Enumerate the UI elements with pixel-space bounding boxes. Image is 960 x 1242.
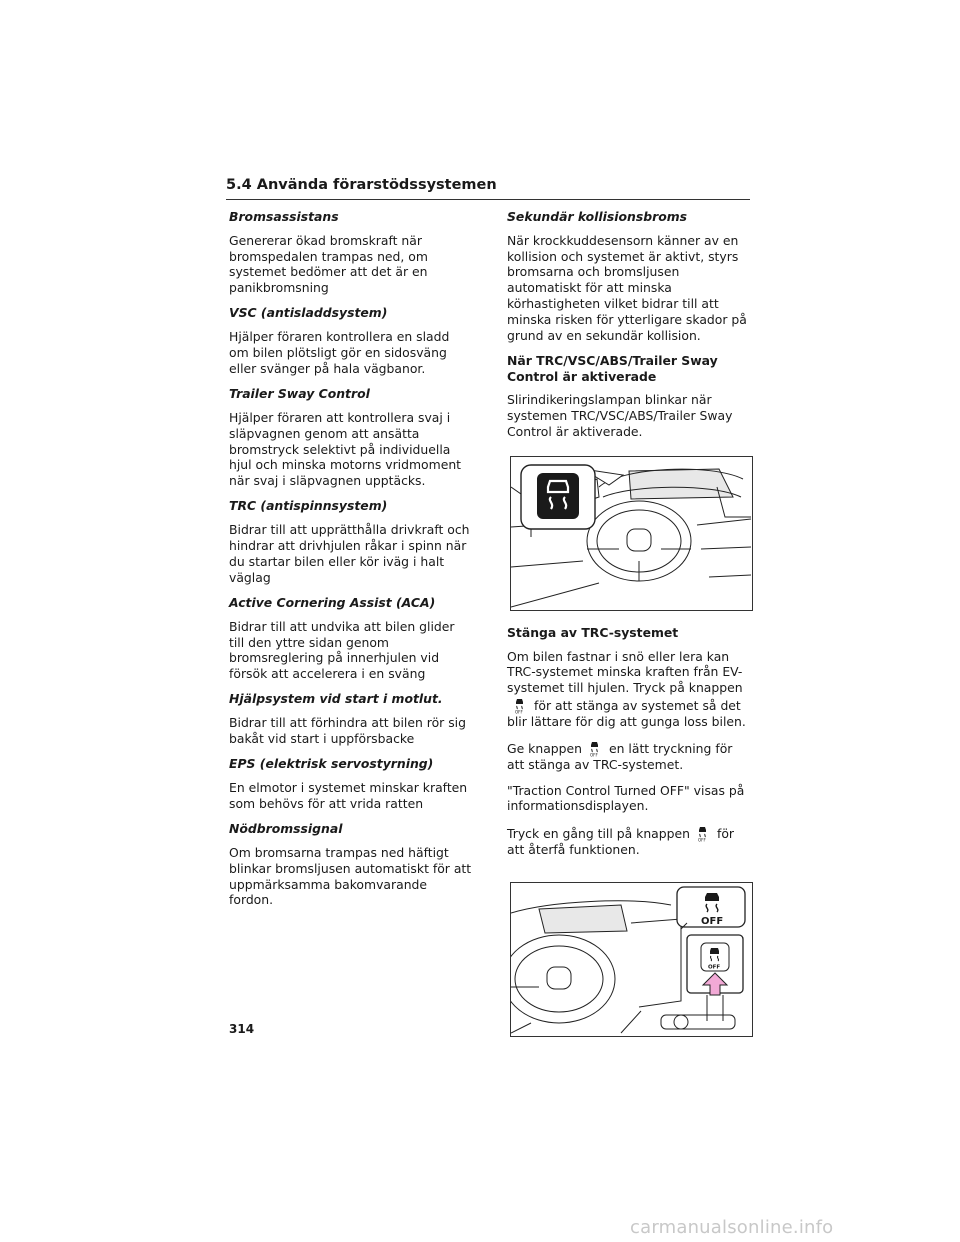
text-trc-off-4-before: Tryck en gång till på knappen bbox=[507, 825, 690, 841]
left-column: Bromsassistans Genererar ökad bromskraft… bbox=[229, 209, 472, 918]
text-trc-off-4: Tryck en gång till på knappen OFF för at… bbox=[507, 824, 750, 858]
off-label-large: OFF bbox=[701, 916, 723, 927]
heading-trc: TRC (antispinnsystem) bbox=[229, 498, 388, 514]
text-trc-off-1-before: Om bilen fastnar i snö eller lera kan TR… bbox=[507, 648, 743, 696]
heading-secondary-collision-brake: Sekundär kollisionsbroms bbox=[507, 209, 688, 224]
text-vsc: Hjälper föraren kontrollera en sladd om … bbox=[229, 329, 450, 376]
heading-systems-activated: När TRC/VSC/ABS/Trailer Sway Control är … bbox=[507, 352, 718, 384]
slip-indicator-figure bbox=[510, 455, 753, 611]
dashboard-illustration-1 bbox=[511, 464, 752, 608]
text-trailer-sway: Hjälper föraren att kontrollera svaj i s… bbox=[229, 409, 462, 489]
heading-trc-off: Stänga av TRC-systemet bbox=[507, 624, 679, 640]
trc-off-button-icon: OFF bbox=[512, 696, 527, 714]
heading-eps: EPS (elektrisk servostyrning) bbox=[229, 756, 434, 772]
trc-off-button-icon: OFF bbox=[695, 824, 710, 842]
text-aca: Bidrar till att undvika att bilen glider… bbox=[229, 618, 455, 682]
right-column: Sekundär kollisionsbroms När krockkuddes… bbox=[507, 209, 753, 1037]
watermark: carmanualsonline.info bbox=[630, 1217, 834, 1238]
heading-trailer-sway: Trailer Sway Control bbox=[229, 386, 370, 402]
svg-text:OFF: OFF bbox=[515, 710, 523, 715]
trc-off-button-icon: OFF bbox=[587, 739, 602, 757]
section-header: 5.4 Använda förarstödssystemen bbox=[226, 177, 497, 193]
text-trc-off-2-before: Ge knappen bbox=[507, 741, 582, 757]
text-trc-off-3: "Traction Control Turned OFF" visas på i… bbox=[507, 782, 745, 814]
text-trc-off-1-after: för att stänga av systemet så det blir l… bbox=[507, 698, 746, 730]
text-systems-activated: Slirindikeringslampan blinkar när system… bbox=[507, 392, 733, 440]
text-trc-off-1: Om bilen fastnar i snö eller lera kan TR… bbox=[507, 649, 750, 730]
page-number: 314 bbox=[229, 1022, 255, 1036]
text-hill-start: Bidrar till att förhindra att bilen rör … bbox=[229, 715, 466, 747]
text-emergency-brake-signal: Om bromsarna trampas ned häftigt blinkar… bbox=[229, 845, 472, 908]
heading-emergency-brake-signal: Nödbromssignal bbox=[229, 821, 343, 837]
text-secondary-collision-brake: När krockkuddesensorn känner av en kolli… bbox=[507, 232, 747, 343]
heading-hill-start: Hjälpsystem vid start i motlut. bbox=[229, 691, 443, 707]
dashboard-illustration-2: OFF OFF bbox=[511, 885, 746, 1033]
text-brake-assist: Genererar ökad bromskraft när bromspedal… bbox=[229, 232, 428, 296]
section-rule bbox=[226, 199, 750, 200]
trc-off-figure: OFF OFF bbox=[510, 881, 753, 1037]
heading-aca: Active Cornering Assist (ACA) bbox=[229, 594, 436, 610]
heading-brake-assist: Bromsassistans bbox=[229, 209, 339, 224]
text-trc-off-2: Ge knappen OFF en lätt tryckning för att… bbox=[507, 739, 750, 773]
text-eps: En elmotor i systemet minskar kraften so… bbox=[229, 780, 468, 811]
svg-text:OFF: OFF bbox=[698, 837, 706, 842]
svg-text:OFF: OFF bbox=[590, 753, 598, 758]
heading-vsc: VSC (antisladdsystem) bbox=[229, 305, 388, 321]
text-trc: Bidrar till att upprätthålla drivkraft o… bbox=[229, 522, 470, 585]
text-trc-off-2-after: en lätt tryckning för att stänga av TRC-… bbox=[507, 741, 733, 773]
off-label-small: OFF bbox=[708, 964, 720, 970]
press-arrow-icon bbox=[701, 971, 729, 996]
text-trc-off-4-after: för att återfå funktionen. bbox=[507, 825, 735, 857]
